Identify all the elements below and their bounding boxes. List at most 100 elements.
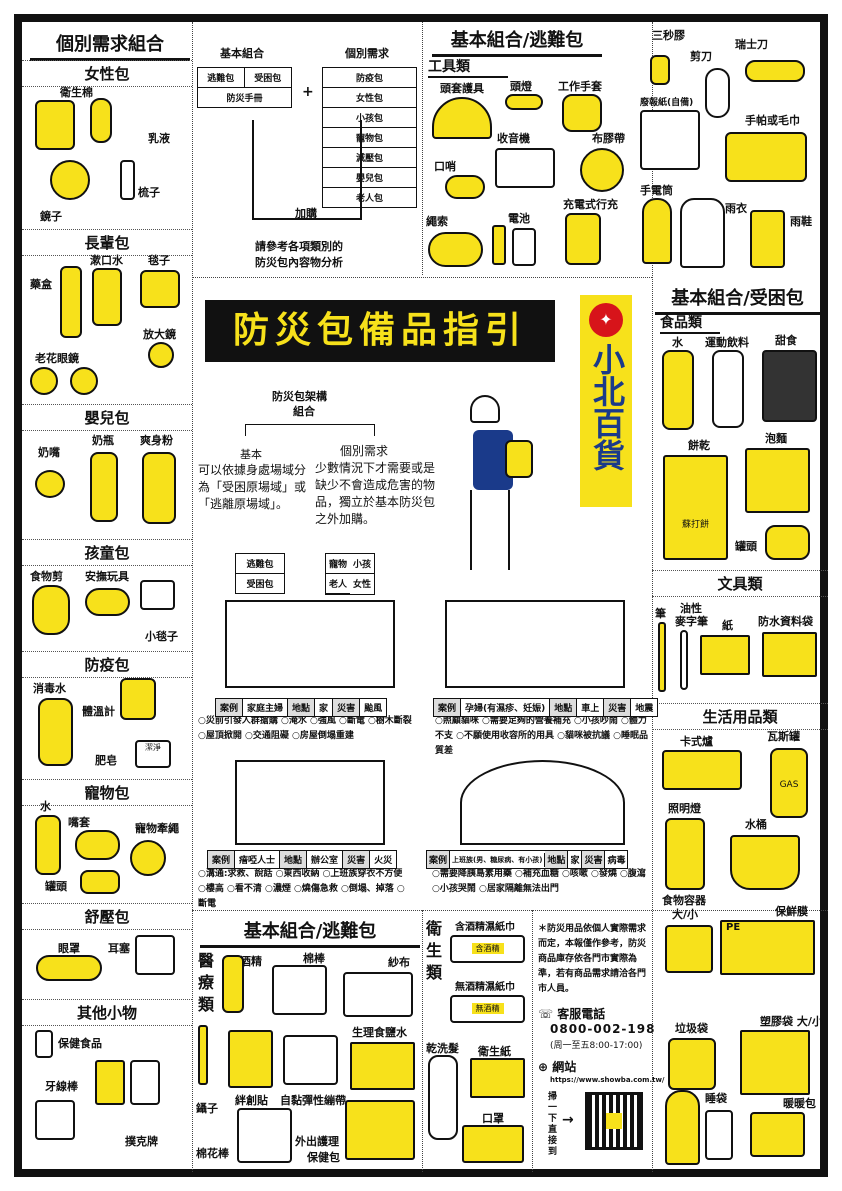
web-heading: ⊕ 網站	[538, 1058, 576, 1075]
case-place: 家	[315, 699, 334, 716]
rope-icon	[428, 232, 483, 267]
item-disinfectant: 消毒水	[33, 682, 66, 695]
addon-label: 加購	[295, 207, 317, 220]
section-relax: 舒壓包	[22, 903, 192, 930]
item-gauze: 紗布	[388, 956, 410, 969]
case-disaster: 颱風	[364, 704, 383, 714]
item-stove: 卡式爐	[680, 735, 713, 748]
sleeping-bag-case-icon	[705, 1110, 733, 1160]
diagram-basic-box: 逃難包 受困包 防災手冊	[197, 67, 292, 108]
heat-pack-icon	[750, 1112, 805, 1157]
flashlight-icon	[642, 198, 672, 264]
lotion-icon	[90, 98, 112, 143]
item-water: 水	[672, 336, 683, 349]
case-key: 案例	[434, 699, 462, 716]
gauze-icon	[343, 972, 413, 1017]
item-glue: 三秒膠	[652, 29, 685, 42]
disclaimer-text: 防災用品依個人實際需求而定，本報僅作參考，防災商品庫存依各門市實際為準，若有商品…	[538, 924, 647, 994]
glue-icon	[650, 55, 670, 85]
web-label: 網站	[552, 1060, 577, 1074]
item-rope: 繩索	[426, 215, 448, 228]
item-flashlight: 手電筒	[640, 184, 673, 197]
food-title: 食品類	[660, 312, 720, 334]
item-newspaper: 廢報紙(自備)	[640, 98, 694, 108]
character-backpack	[505, 440, 533, 478]
plastic-bag-icon	[740, 1030, 810, 1095]
section-women: 女性包	[22, 60, 192, 87]
diagram-note: 防災包內容物分析	[255, 256, 343, 269]
divider	[192, 910, 828, 911]
trapped-title: 基本組合/受困包	[655, 284, 820, 315]
brand-logo: ✦ 小北百貨	[580, 295, 632, 507]
item-toy: 安撫玩具	[85, 570, 129, 583]
item-powerbank: 充電式行充	[563, 198, 618, 211]
item-pillbox: 藥盒	[30, 278, 52, 291]
toy-car-icon	[85, 588, 130, 616]
item-dry-shampoo: 乾洗髮	[426, 1042, 459, 1055]
section-baby: 嬰兒包	[22, 404, 192, 431]
item-gloves: 工作手套	[558, 80, 602, 93]
item-sports-drink: 運動飲料	[705, 336, 749, 349]
stove-icon	[662, 750, 742, 790]
mini-item: 受困包	[246, 580, 274, 590]
item-eye-mask: 眼罩	[58, 942, 80, 955]
pacifier-icon	[35, 470, 65, 498]
pen-icon	[658, 622, 666, 692]
biscuit-icon: 蘇打餅	[663, 455, 728, 560]
section-elderly: 長輩包	[22, 229, 192, 256]
tissue-icon	[470, 1058, 525, 1098]
ind-item: 女性包	[323, 88, 416, 108]
case-key: 災害	[582, 851, 606, 868]
plus-sign: +	[302, 84, 314, 100]
trash-bag-icon	[668, 1038, 716, 1090]
phone-number[interactable]: 0800-002-198	[550, 1022, 656, 1036]
item-marker: 油性	[680, 602, 702, 615]
item-magnifier: 放大鏡	[143, 328, 176, 341]
gas-can-icon: GAS	[770, 748, 808, 818]
case-who: 瘖啞人士	[235, 851, 281, 868]
water-icon	[662, 350, 694, 430]
item-bottle: 奶瓶	[92, 434, 114, 447]
scissors-icon	[32, 585, 70, 635]
item-earplugs: 耳塞	[108, 942, 130, 955]
item-whistle: 口哨	[434, 160, 456, 173]
case-disaster: 地震	[635, 704, 654, 714]
item-heat-pack: 暖暖包	[783, 1097, 816, 1110]
item-gas-can: 瓦斯罐	[767, 730, 800, 743]
item-floss: 牙線棒	[45, 1080, 78, 1093]
case-key: 災害	[343, 851, 371, 868]
diagram-individual-box: 防疫包 女性包 小孩包 寵物包 減壓包 嬰兒包 老人包	[322, 67, 417, 208]
brand-mark-icon: ✦	[589, 303, 623, 337]
newspaper-icon	[640, 110, 700, 170]
can-icon	[80, 870, 120, 894]
powerbank-icon	[565, 213, 601, 265]
cards-icon	[95, 1060, 125, 1105]
medical-title: 醫療類	[198, 951, 215, 1014]
section-child: 孩童包	[22, 539, 192, 566]
thermometer-icon	[120, 678, 156, 720]
basic-manual: 防災手冊	[226, 94, 263, 104]
case-key: 案例	[216, 699, 244, 716]
virus-scene	[460, 760, 625, 845]
website-url[interactable]: https://www.showba.com.tw/	[550, 1076, 665, 1084]
item-water: 水	[40, 800, 51, 813]
mirror-icon	[50, 160, 90, 200]
case-table: 案例上班族(男、糖尿病、有小孩)地點家災害病毒	[426, 850, 629, 869]
eye-mask-icon	[36, 955, 102, 981]
saline-icon	[350, 1042, 415, 1090]
item-alcohol: 酒精	[240, 955, 262, 968]
item-noodles: 泡麵	[765, 432, 787, 445]
earplugs-icon	[135, 935, 175, 975]
item-scissors: 剪刀	[690, 50, 712, 63]
headlamp-icon	[505, 94, 543, 110]
case-table: 案例瘖啞人士地點辦公室災害火災	[207, 850, 398, 869]
item-powder: 爽身粉	[140, 434, 173, 447]
item-raincoat: 雨衣	[725, 202, 747, 215]
item-nonalcohol-wipes: 無酒精濕紙巾	[455, 982, 515, 993]
phone-icon: ☏	[538, 1007, 554, 1021]
stationery-title: 文具類	[652, 570, 828, 597]
qr-code[interactable]	[585, 1092, 643, 1150]
raincoat-icon	[680, 198, 725, 268]
item-blanket: 毯子	[148, 254, 170, 267]
case-text: ○需要降胰島素用藥 ○補充血糖 ○咳嗽 ○發燒 ○腹瀉 ○小孩哭鬧 ○居家隔離無…	[432, 869, 646, 894]
